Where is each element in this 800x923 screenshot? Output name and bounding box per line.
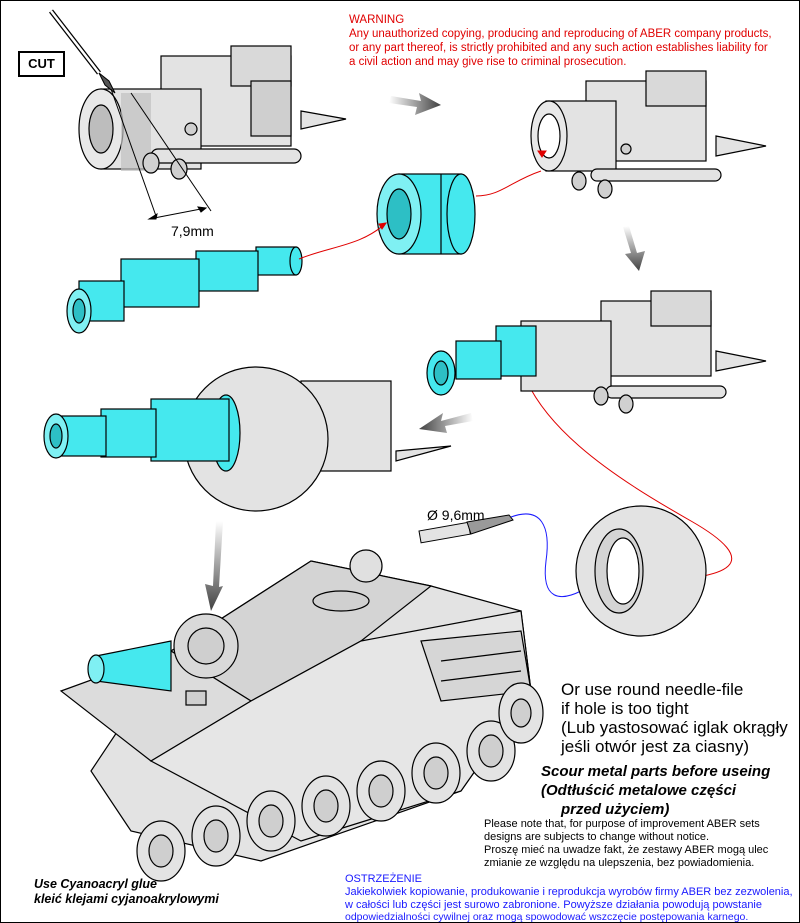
warning-line: or any part thereof, is strictly prohibi… [349,42,768,54]
notice-line: Please note that, for purpose of improve… [484,818,760,830]
mantlet-cover-assembly [43,366,452,512]
ostrzezenie-line: odpowiedzialności cywilnej oraz mogą spo… [345,911,749,923]
scour-line: Scour metal parts before useing [541,763,771,780]
ostrzezenie-line: w całości lub części jest surowo zabroni… [345,899,762,911]
drill-bit-icon [418,513,582,597]
ostrzezenie-title: OSTRZEŻENIE [345,873,423,885]
notice-line: Proszę mieć na uwadze fakt, że zestawy A… [484,844,769,856]
drill-diameter-label: Ø 9,6mm [427,507,485,523]
notice-line: designs are subjects to change without n… [484,831,710,843]
ostrzezenie-line: Jakiekolwiek kopiowanie, produkowanie i … [345,886,793,898]
glue-line: kleić klejami cyjanoakrylowymi [34,892,219,906]
mantlet-cover-detail [575,505,707,637]
metal-collar-part [376,173,476,255]
cut-dimension-lines [110,88,212,220]
notice-line: zmianie ze względu na ulepszenia, bez po… [484,857,755,869]
needle-file-line: if hole is too tight [561,699,689,718]
glue-line: Use Cyanoacryl glue [34,877,157,891]
cut-dimension-label: 7,9mm [171,223,214,239]
metal-barrel-part [66,246,303,334]
process-arrows [205,93,645,611]
warning-line: Any unauthorized copying, producing and … [349,28,772,40]
cut-label: CUT [18,51,65,77]
tank-vehicle [59,549,544,882]
warning-title: WARNING [349,14,405,26]
scour-line: przed użyciem) [561,801,670,818]
mantlet-cut [530,70,767,199]
mantlet-original [78,45,347,180]
hobby-knife-icon [49,9,116,94]
warning-line: a civil action and may give rise to crim… [349,56,627,68]
needle-file-line: Or use round needle-file [561,680,744,699]
scour-line: (Odtłuścić metalowe części [541,782,737,799]
needle-file-line: jeśli otwór jest za ciasny) [561,737,750,756]
needle-file-line: (Lub yastosować iglak okrągły [561,718,788,737]
mantlet-with-barrel [426,290,767,414]
